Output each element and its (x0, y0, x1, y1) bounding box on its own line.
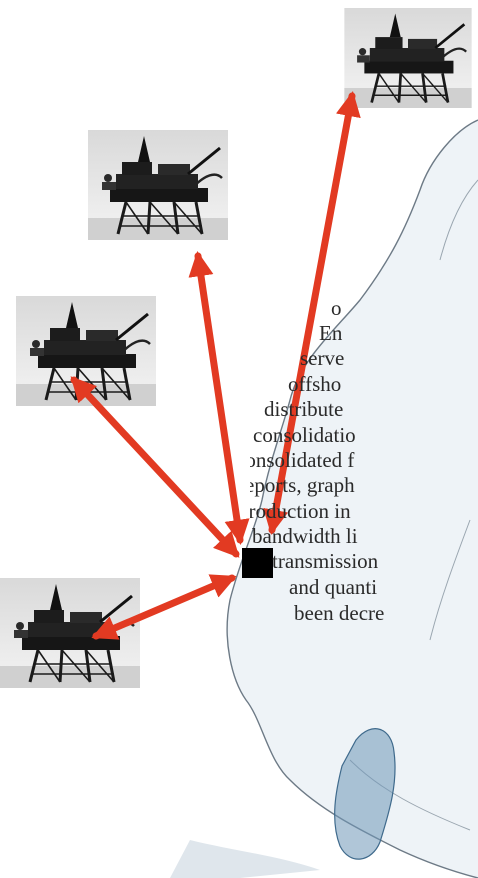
text-line-6: consolidatio (253, 423, 356, 447)
bay-region (334, 728, 396, 860)
arrow-to-top-right-platform (263, 91, 361, 535)
platform-photo-upper-left (88, 130, 228, 240)
arrow-to-upper-left-platform (188, 251, 250, 545)
hub-node-icon (242, 548, 273, 578)
text-line-8: reports, graph (250, 473, 355, 497)
description-text: o En serve offsho distribute consolidati… (250, 296, 478, 816)
bay-shore (334, 728, 396, 860)
lower-coast (170, 840, 320, 878)
text-line-12: and quanti (289, 575, 378, 599)
text-line-11: transmission (272, 549, 379, 573)
platform-photo-top-right (342, 8, 474, 108)
text-line-9: production in (250, 499, 351, 523)
text-line-10: bandwidth li (252, 524, 358, 548)
text-line-4: offsho (288, 372, 342, 396)
platform-photo-bottom-left (0, 578, 140, 688)
text-line-5: distribute (264, 397, 344, 421)
arrow-to-bottom-left-platform (91, 574, 237, 640)
text-line-1: o (331, 296, 342, 320)
arrow-to-middle-left-platform (70, 376, 240, 558)
text-line-2: En (319, 321, 343, 345)
text-line-3: serve (300, 346, 345, 370)
text-line-13: been decre (294, 601, 385, 625)
text-line-7: consolidated f (250, 448, 355, 472)
